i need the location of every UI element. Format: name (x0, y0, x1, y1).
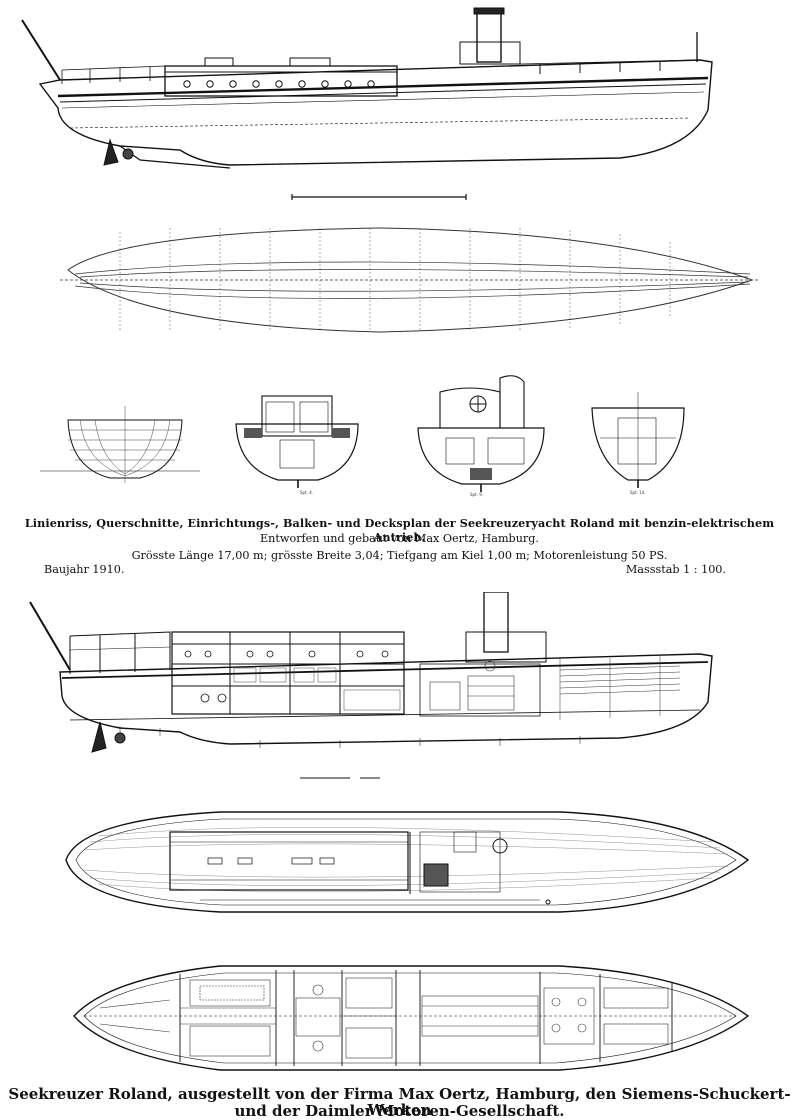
longitudinal-section-drawing (29, 592, 713, 779)
drawing-caption-dimensions: Grösste Länge 17,00 m; grösste Breite 3,… (131, 549, 668, 562)
svg-text:Spt. 4.: Spt. 4. (300, 490, 313, 495)
svg-text:Spt. 14.: Spt. 14. (630, 490, 646, 495)
side-elevation-drawing (21, 7, 713, 200)
plate-title-line1: Seekreuzer Roland, ausgestellt von der F… (8, 1085, 791, 1119)
drawing-caption-title: Linienriss, Querschnitte, Einrichtungs-,… (24, 516, 775, 544)
svg-text:Spt. 9.: Spt. 9. (470, 492, 483, 497)
caption-footer-row: Baujahr 1910. Massstab 1 : 100. (44, 563, 726, 576)
deck-plan-drawing (65, 811, 750, 913)
accommodation-plan-drawing (73, 965, 750, 1071)
cross-sections-drawing: Spt. 4. Spt. 9. Spt. 14. (40, 375, 685, 497)
build-year: Baujahr 1910. (44, 563, 125, 576)
lines-plan-drawing (60, 227, 760, 333)
drawing-caption-designer: Entworfen und gebaut von Max Oertz, Hamb… (260, 532, 539, 545)
drawing-scale: Massstab 1 : 100. (625, 563, 726, 576)
plate-title-line2: und der Daimler Motoren-Gesellschaft. (234, 1102, 565, 1120)
